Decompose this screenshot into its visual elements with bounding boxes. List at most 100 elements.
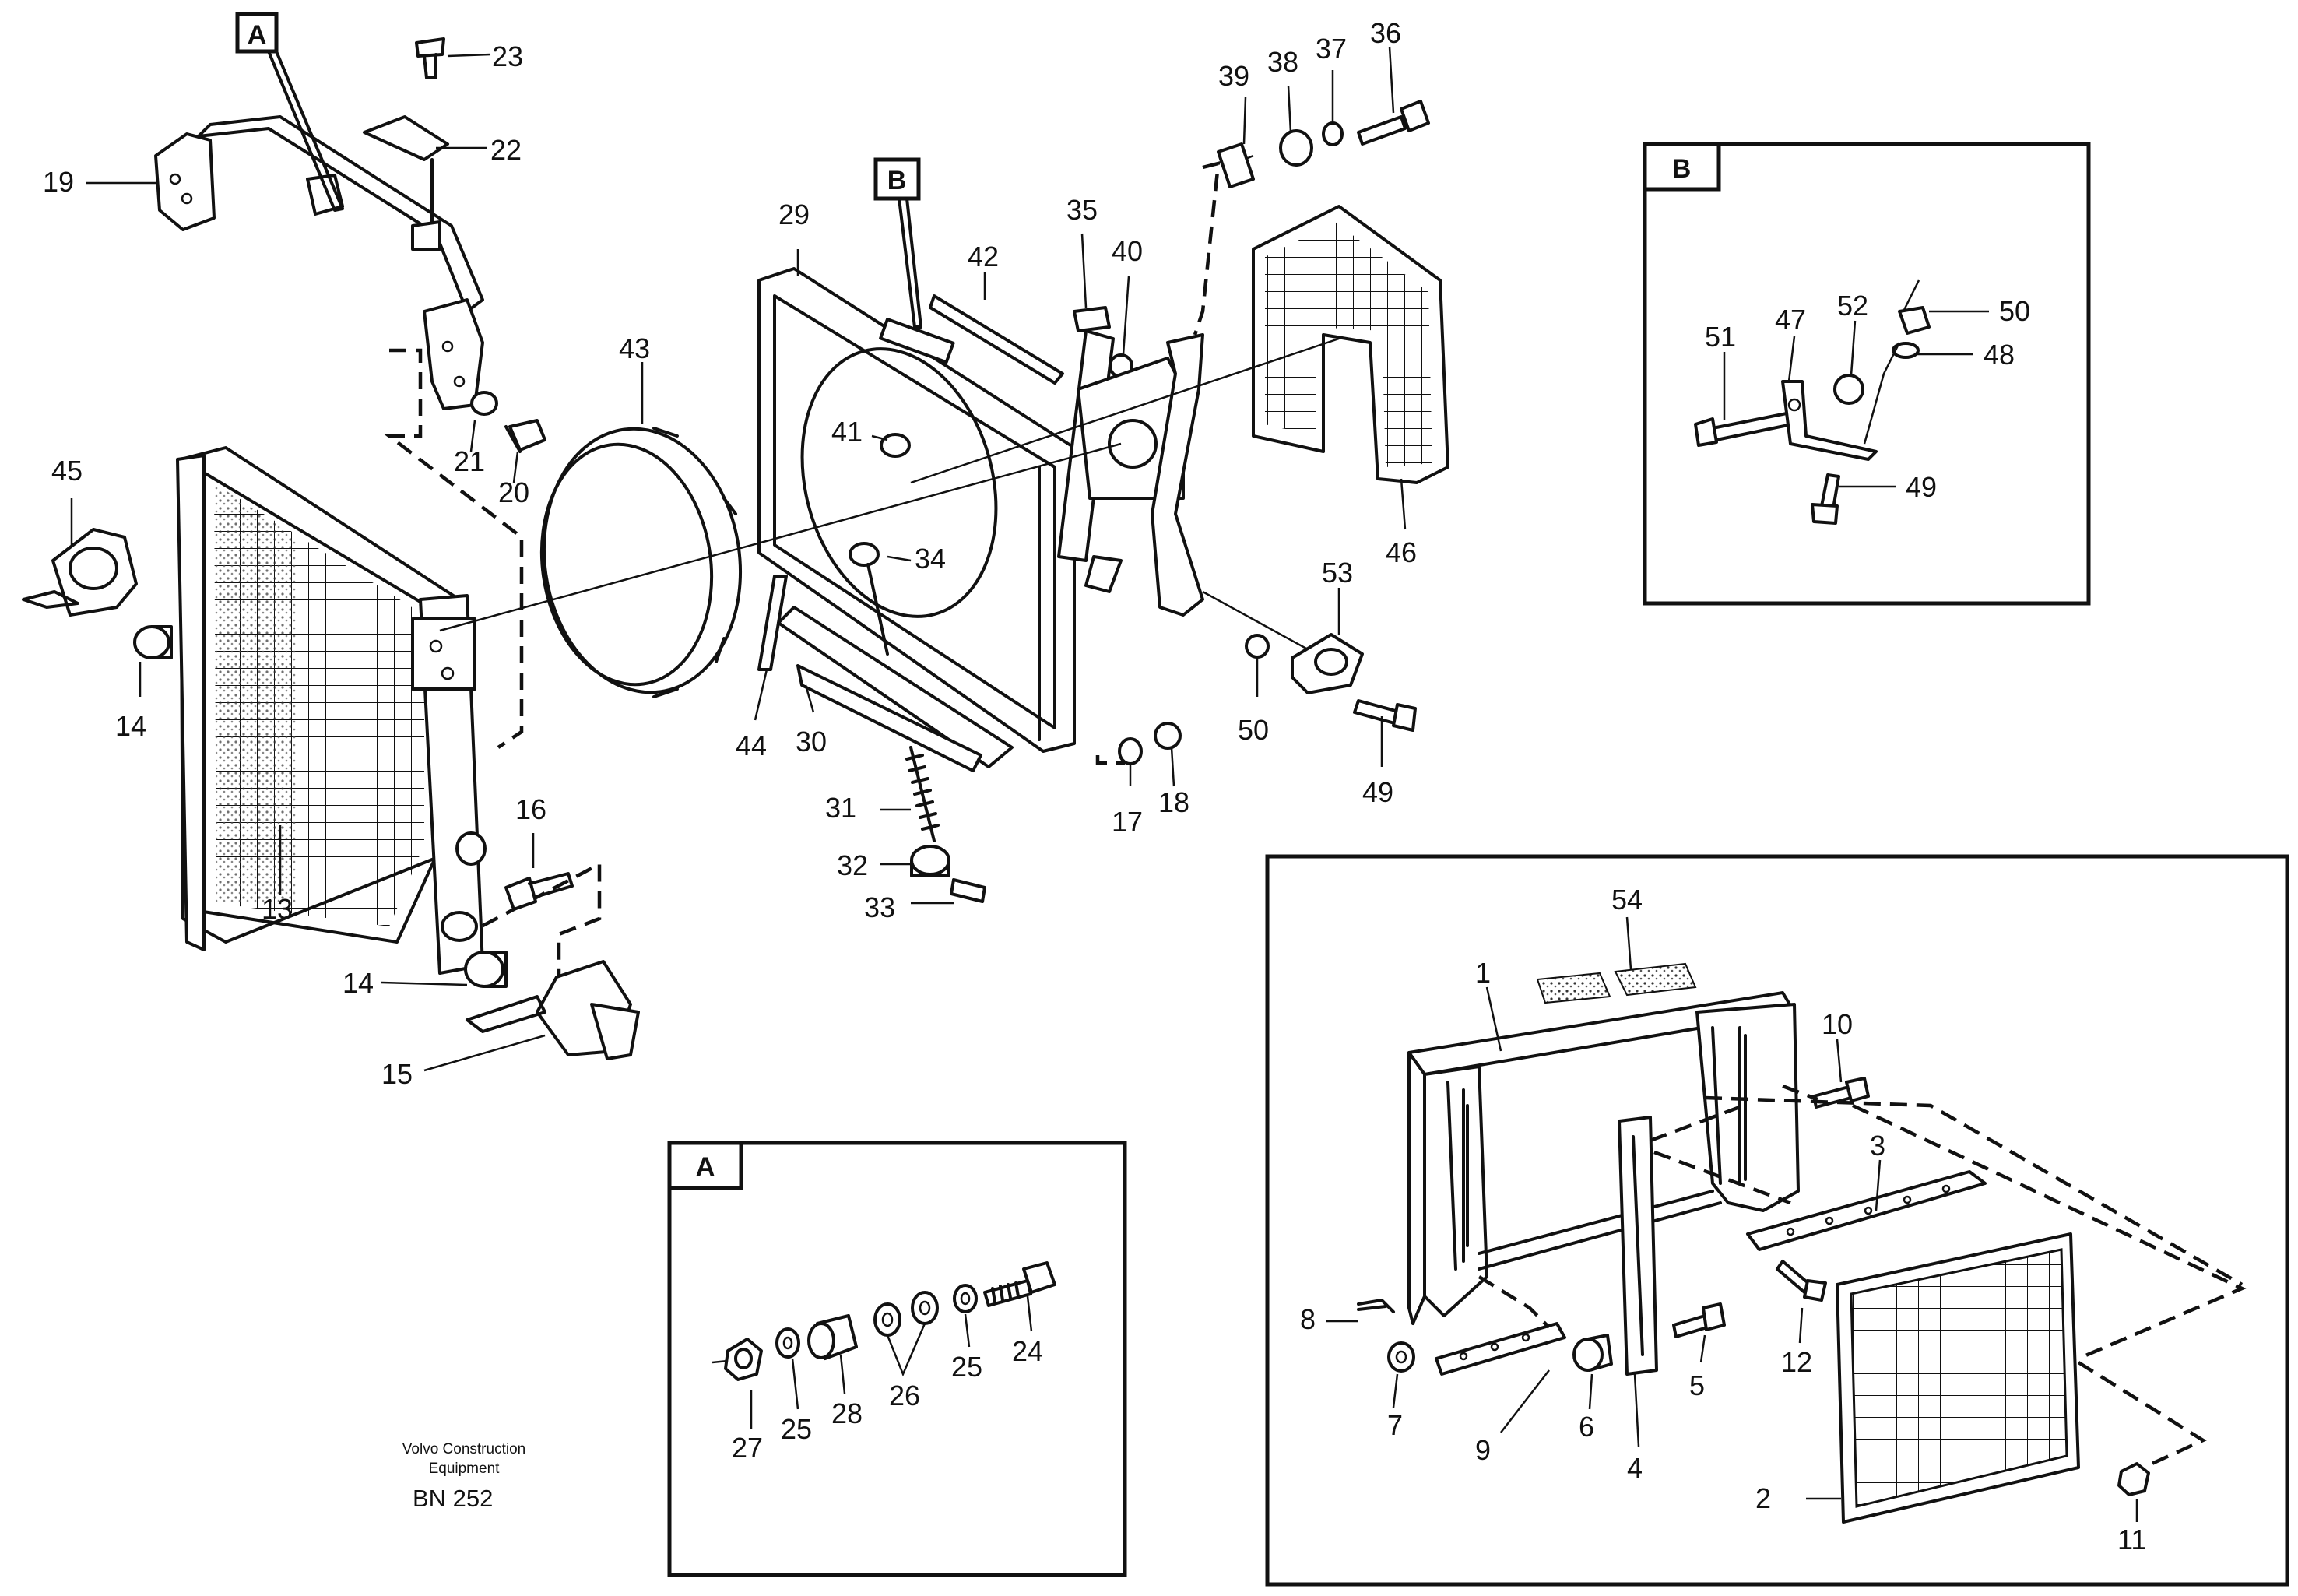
plate-4 [1618, 1116, 1658, 1376]
bushing-38 [1279, 129, 1313, 167]
callout-tag-b: B [873, 157, 922, 329]
inset-a: A 27 25 28 26 25 24 [667, 1141, 1127, 1577]
callout-tag-a: A [235, 12, 344, 212]
decal-54 [1536, 962, 1697, 1004]
strip-42 [929, 294, 1064, 385]
upper-support-arm [154, 115, 484, 410]
washer-17 [1118, 737, 1143, 765]
washer-21 [470, 391, 498, 416]
svg-text:B: B [887, 166, 907, 195]
label-5: 5 [1689, 1369, 1705, 1401]
split-pin-8 [1357, 1299, 1395, 1313]
label-52: 52 [1837, 290, 1868, 322]
label-12: 12 [1781, 1346, 1812, 1378]
inset-b: B 51 47 52 50 48 49 [1643, 142, 2091, 606]
credit-line-2: Equipment [429, 1461, 501, 1477]
label-49-main: 49 [1362, 776, 1393, 808]
label-20: 20 [498, 476, 529, 508]
diagram-code: BN 252 [413, 1485, 493, 1512]
label-27: 27 [732, 1432, 763, 1464]
label-14-lower: 14 [343, 967, 374, 999]
screen-2 [1836, 1232, 2080, 1524]
label-22: 22 [490, 134, 522, 166]
label-14-upper: 14 [115, 710, 146, 742]
label-35: 35 [1066, 194, 1098, 226]
washer-7 [1387, 1341, 1415, 1373]
mount-bracket-45 [22, 528, 138, 617]
label-34: 34 [915, 543, 946, 575]
label-53: 53 [1322, 557, 1353, 589]
label-41: 41 [831, 416, 863, 448]
bolt-12 [1776, 1260, 1827, 1302]
label-23: 23 [492, 40, 523, 72]
bushing-28 [807, 1314, 858, 1360]
bolt-5 [1672, 1302, 1726, 1338]
seal-strip-44 [757, 575, 788, 671]
publisher-credit: Volvo Construction Equipment BN 252 [402, 1441, 525, 1512]
clamp-53 [1291, 633, 1364, 694]
label-42: 42 [968, 241, 999, 272]
bolt-16 [504, 872, 574, 911]
fan-shroud [757, 267, 1076, 753]
bushing-39 [1217, 142, 1255, 188]
label-43: 43 [619, 332, 650, 364]
label-39: 39 [1218, 60, 1249, 92]
bolt-24 [983, 1261, 1056, 1307]
label-16: 16 [515, 793, 546, 825]
nut-50 [1245, 634, 1270, 659]
label-15: 15 [381, 1058, 413, 1090]
label-9: 9 [1475, 1434, 1491, 1466]
label-50-inset: 50 [1999, 295, 2030, 327]
radiator-core [176, 446, 487, 975]
label-38: 38 [1267, 46, 1298, 78]
label-46: 46 [1386, 536, 1417, 568]
label-33: 33 [864, 891, 895, 923]
label-31: 31 [825, 792, 856, 824]
label-49-inset: 49 [1906, 471, 1937, 503]
label-25-left: 25 [781, 1413, 812, 1445]
label-2: 2 [1755, 1482, 1771, 1514]
mount-bracket-15 [466, 960, 640, 1060]
svg-text:A: A [696, 1152, 715, 1182]
label-1: 1 [1475, 957, 1491, 989]
label-3: 3 [1870, 1130, 1885, 1162]
nut-52 [1833, 374, 1864, 405]
label-51: 51 [1705, 321, 1736, 353]
clip-22 [363, 115, 449, 251]
label-36: 36 [1370, 17, 1401, 49]
label-7: 7 [1387, 1409, 1403, 1441]
label-8: 8 [1300, 1303, 1316, 1335]
nut-27 [724, 1338, 763, 1381]
bracket-plate [1077, 333, 1204, 617]
label-40: 40 [1112, 235, 1143, 267]
label-4: 4 [1627, 1452, 1643, 1484]
spacer-6 [1572, 1334, 1613, 1372]
nut-11 [2117, 1462, 2150, 1496]
label-28: 28 [831, 1397, 863, 1429]
washer-37 [1322, 121, 1344, 146]
strip-3 [1746, 1170, 1987, 1251]
guard-assembly-inset: 1 54 10 3 12 5 4 6 9 8 7 2 11 [1265, 854, 2289, 1587]
label-11: 11 [2117, 1524, 2146, 1556]
bolt-36 [1357, 100, 1430, 146]
washer-48 [1892, 342, 1920, 359]
label-24: 24 [1012, 1335, 1043, 1367]
svg-text:B: B [1672, 154, 1692, 184]
nut-18 [1154, 722, 1182, 750]
nut-41 [880, 433, 911, 458]
bracket-47 [1781, 380, 1878, 461]
label-45: 45 [51, 455, 83, 487]
bolt-23 [415, 37, 445, 79]
label-26: 26 [889, 1380, 920, 1411]
spacer-34 [849, 542, 889, 656]
pin-33 [950, 878, 986, 903]
bolt-49-inset [1811, 473, 1840, 525]
label-21: 21 [454, 445, 485, 477]
label-48: 48 [1984, 339, 2015, 371]
guard-frame-1 [1407, 991, 1800, 1325]
washer-25-right [953, 1284, 978, 1313]
bolt-10 [1812, 1077, 1870, 1109]
nut-50-inset [1898, 306, 1931, 335]
bolt-49 [1353, 699, 1417, 732]
